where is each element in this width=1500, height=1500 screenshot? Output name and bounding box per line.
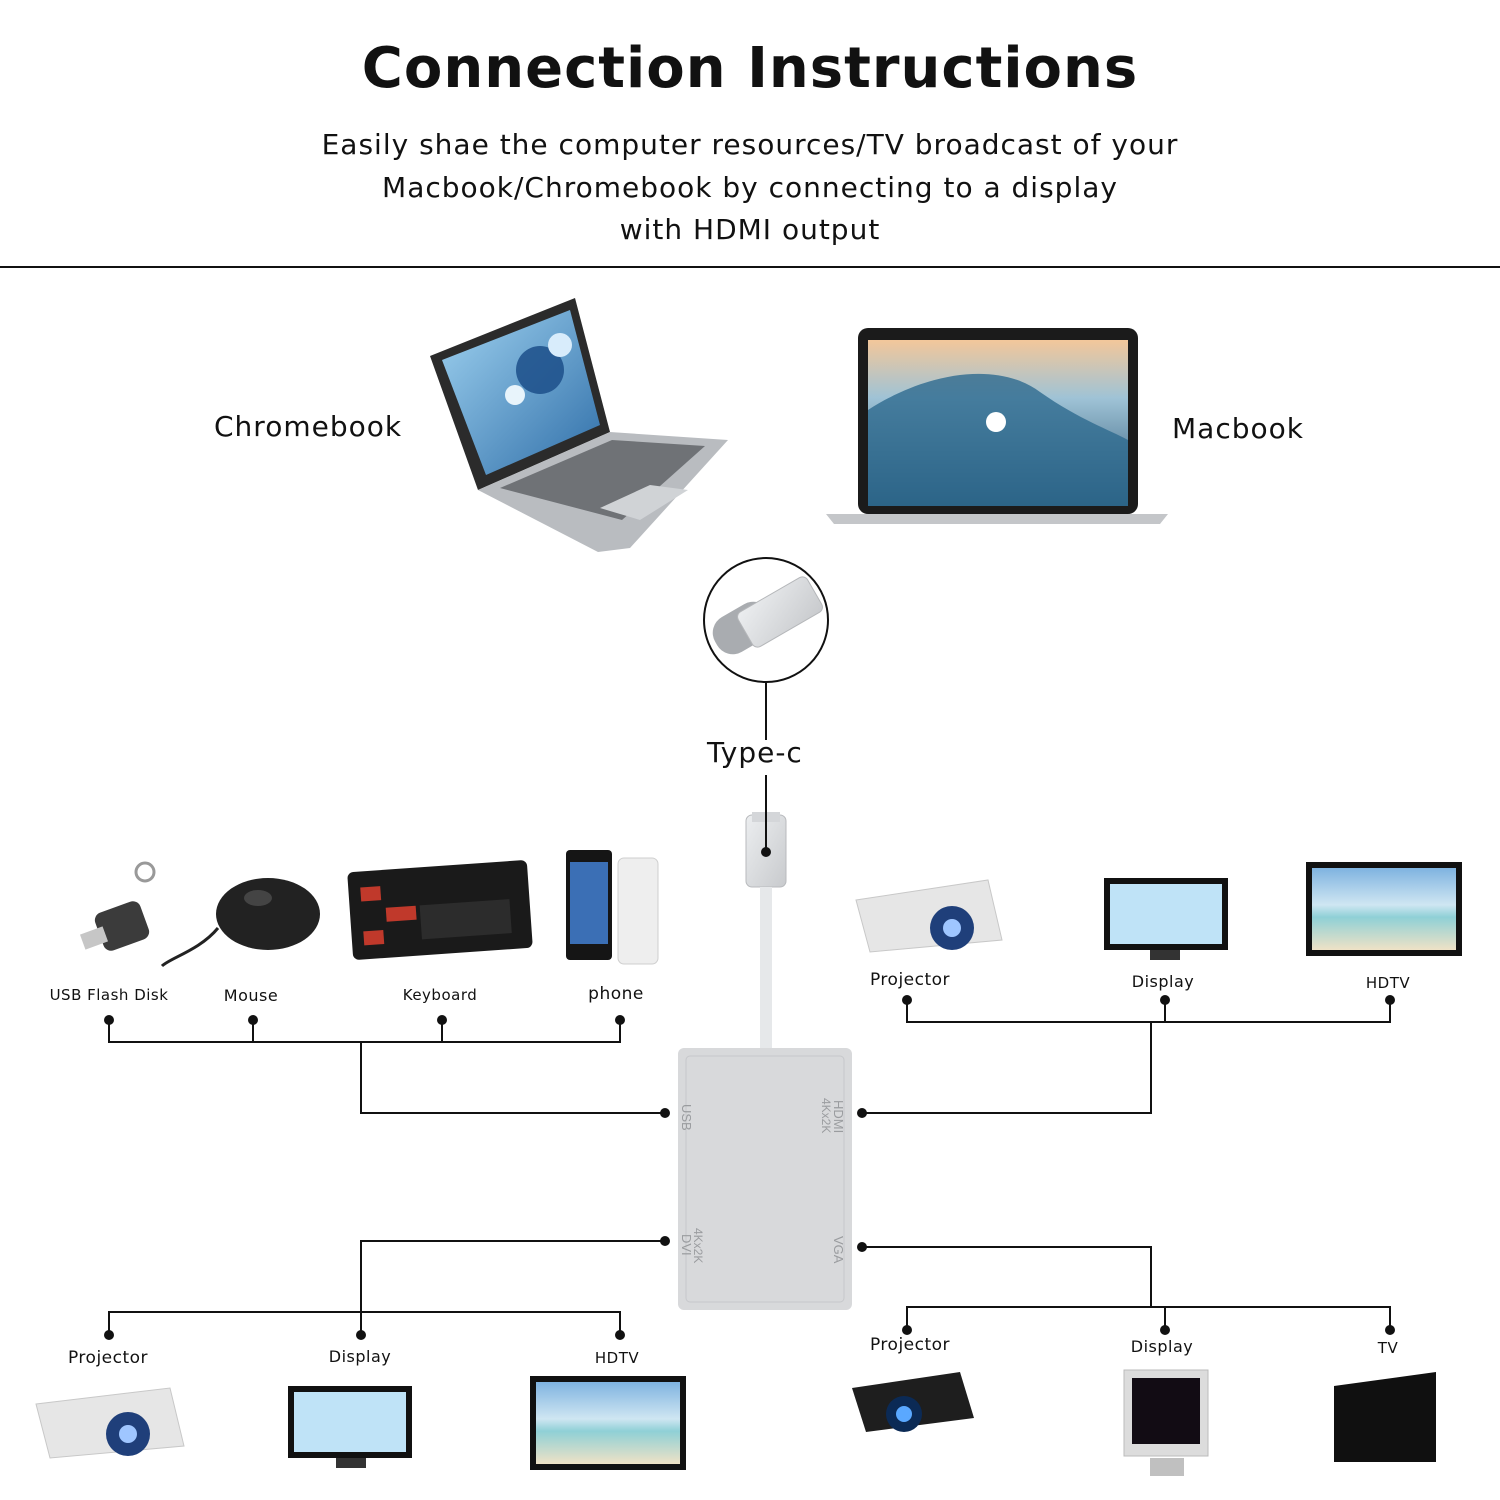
- adapter-body-fill: [678, 1048, 852, 1310]
- hdmi-device-label: HDTV: [1365, 974, 1411, 992]
- vga-device-connector-dot: [1385, 1325, 1395, 1335]
- dvi-device-connector-dot: [356, 1330, 366, 1340]
- multiport-adapter-body: [678, 1048, 852, 1310]
- vga-device-label: Projector: [869, 1335, 951, 1355]
- vga-device-connector-dot: [902, 1325, 912, 1335]
- dvi-device-label: Projector: [67, 1348, 149, 1368]
- adapter-port-hdmi-label: HDMI: [831, 1100, 846, 1133]
- type-c-plug-closeup-icon: [703, 557, 829, 683]
- vga-projector-image: [852, 1372, 974, 1432]
- dvi-device-label: HDTV: [594, 1349, 640, 1367]
- dvi-device-connector-dot: [104, 1330, 114, 1340]
- subtitle-line-3: with HDMI output: [619, 213, 881, 246]
- dvi-hdtv-image: [530, 1376, 686, 1470]
- macbook-image: [826, 328, 1168, 524]
- hdmi-device-label: Display: [1131, 972, 1195, 991]
- subtitle-line-1: Easily shae the computer resources/TV br…: [321, 128, 1179, 161]
- adapter-port-usb-label: USB: [679, 1104, 694, 1131]
- adapter-port-vga-label: VGA: [831, 1236, 846, 1264]
- dvi-bus-line: [108, 1240, 665, 1335]
- vga-device-label: Display: [1130, 1337, 1194, 1356]
- hdmi-bus-line: [862, 1000, 1391, 1114]
- hdmi-projector-image: [855, 879, 1003, 953]
- adapter-port-hdmi-res-label: 4Kx2K: [819, 1098, 833, 1133]
- usb-device-label: phone: [588, 984, 644, 1004]
- usb-device-connector-dot: [437, 1015, 447, 1025]
- type-c-label: Type-c: [707, 736, 803, 769]
- chromebook-laptop-image: [430, 298, 728, 552]
- usb-device-connector-dot: [615, 1015, 625, 1025]
- subtitle-line-2: Macbook/Chromebook by connecting to a di…: [382, 171, 1118, 204]
- keyboard-image: [347, 860, 533, 960]
- usb-device-connector-dot: [248, 1015, 258, 1025]
- vga-tv-image: [1334, 1372, 1436, 1462]
- vga-device-connector-dot: [1160, 1325, 1170, 1335]
- adapter-port-dvi-res-label: 4Kx2K: [691, 1228, 705, 1263]
- header-divider: [0, 266, 1500, 268]
- usb-device-connector-dot: [104, 1015, 114, 1025]
- dvi-device-label: Display: [328, 1347, 392, 1366]
- vga-bus-line: [862, 1246, 1391, 1330]
- hdmi-device-connector-dot: [902, 995, 912, 1005]
- vga-display-image: [1123, 1369, 1209, 1476]
- usb-device-label: USB Flash Disk: [49, 986, 169, 1004]
- dvi-display-image: [288, 1386, 412, 1468]
- adapter-port-dvi-label: DVI: [679, 1234, 694, 1256]
- hdmi-device-connector-dot: [1160, 995, 1170, 1005]
- dvi-device-connector-dot: [615, 1330, 625, 1340]
- usb-bus-line: [108, 1020, 665, 1114]
- hdmi-device-label: Projector: [869, 970, 951, 990]
- chromebook-label: Chromebook: [214, 410, 403, 443]
- hdmi-device-connector-dot: [1385, 995, 1395, 1005]
- dvi-port-dot: [660, 1236, 670, 1246]
- usb-device-label: Keyboard: [402, 986, 478, 1004]
- usb-flash-disk-image: [79, 861, 156, 951]
- page-title: Connection Instructions: [361, 36, 1139, 101]
- hdmi-port-dot: [857, 1108, 867, 1118]
- vga-device-label: TV: [1377, 1339, 1399, 1357]
- mouse-image: [160, 878, 320, 968]
- usb-device-label: Mouse: [223, 986, 279, 1005]
- hdmi-display-image: [1104, 878, 1228, 960]
- phone-image: [566, 850, 659, 965]
- vga-port-dot: [857, 1242, 867, 1252]
- usb-port-dot: [660, 1108, 670, 1118]
- hdmi-hdtv-image: [1306, 862, 1462, 956]
- macbook-label: Macbook: [1172, 412, 1304, 445]
- dvi-projector-image: [35, 1387, 185, 1459]
